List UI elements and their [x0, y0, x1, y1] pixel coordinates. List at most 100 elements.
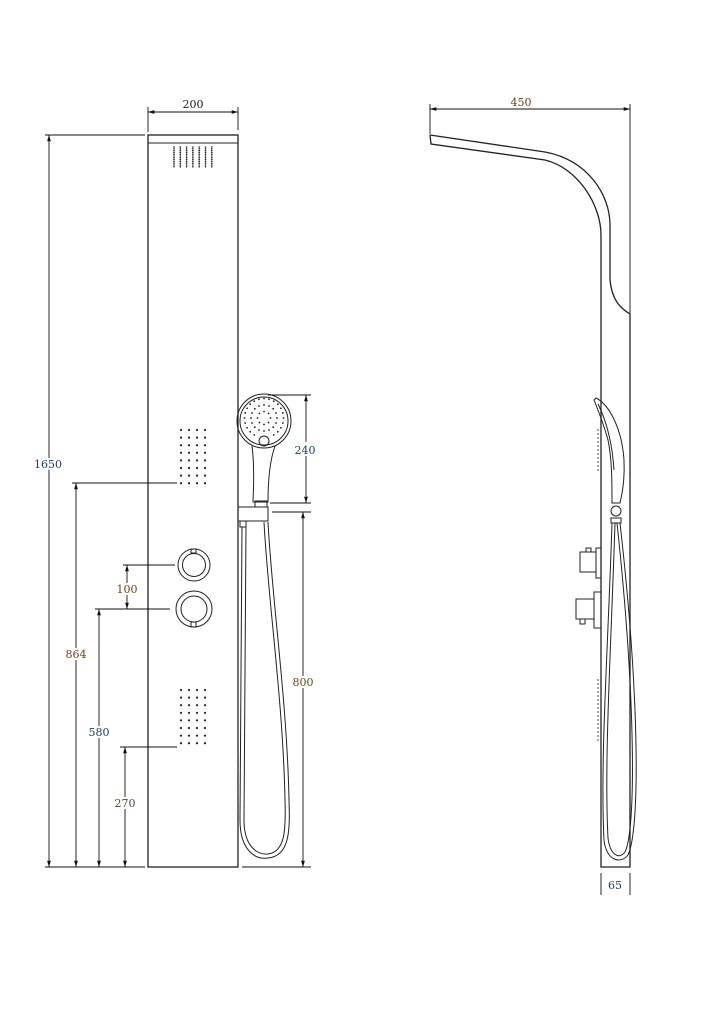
- nozzle-dot: [597, 453, 599, 455]
- nozzle-dot: [195, 444, 199, 447]
- nozzle-dot: [249, 403, 252, 406]
- nozzle-dot: [597, 695, 599, 697]
- nozzle-dot: [244, 412, 247, 414]
- nozzle-dot: [597, 445, 599, 447]
- nozzle-dot: [272, 426, 275, 429]
- nozzle-dot: [204, 157, 207, 159]
- nozzle-dot: [597, 727, 599, 729]
- nozzle-dot: [263, 404, 265, 406]
- nozzle-dot: [198, 149, 200, 152]
- panel-body: [147, 134, 239, 868]
- nozzle-dot: [179, 162, 182, 164]
- nozzle-dot: [179, 148, 182, 150]
- nozzle-dot: [203, 726, 207, 730]
- nozzle-dot: [597, 731, 599, 733]
- nozzle-dot: [204, 148, 207, 150]
- nozzle-dot: [211, 149, 213, 152]
- nozzle-dot: [597, 679, 599, 681]
- nozzle-dot: [263, 430, 265, 432]
- control-knob-upper: [177, 548, 211, 582]
- nozzle-dot: [179, 166, 182, 168]
- nozzle-dot: [597, 699, 599, 701]
- dim-580-label: 580: [89, 726, 110, 739]
- nozzle-dot: [204, 151, 207, 154]
- nozzle-dot: [179, 482, 183, 485]
- nozzle-dot: [198, 157, 200, 159]
- nozzle-dot: [187, 451, 191, 454]
- nozzle-dot: [187, 466, 191, 470]
- nozzle-dot: [276, 403, 279, 406]
- dim-450-label: 450: [511, 96, 532, 109]
- nozzle-dot: [211, 146, 213, 148]
- nozzle-dot: [192, 160, 194, 163]
- nozzle-dot: [179, 164, 182, 166]
- nozzle-dot: [185, 166, 188, 168]
- nozzle-dot: [192, 153, 194, 155]
- nozzle-dot: [192, 149, 194, 152]
- nozzle-dot: [211, 155, 213, 157]
- nozzle-dot: [187, 444, 191, 447]
- nozzle-dot: [211, 151, 213, 154]
- nozzle-dot: [267, 421, 270, 424]
- nozzle-dot: [198, 158, 200, 161]
- nozzle-dot: [204, 166, 207, 168]
- nozzle-dot: [203, 734, 207, 737]
- nozzle-dot: [597, 449, 599, 451]
- nozzle-dot: [179, 157, 182, 159]
- dim-total-height-label: 1650: [34, 458, 62, 471]
- nozzle-dot: [203, 474, 207, 477]
- nozzle-dot: [597, 437, 599, 439]
- nozzle-dot: [204, 162, 207, 164]
- nozzle-dot: [203, 459, 207, 462]
- nozzle-dot: [195, 704, 199, 707]
- nozzle-dot: [187, 696, 191, 699]
- nozzle-dot: [179, 734, 183, 737]
- side-knob-upper: [579, 547, 602, 579]
- nozzle-dot: [279, 407, 282, 410]
- nozzle-dot: [272, 400, 275, 403]
- nozzle-dot: [192, 155, 194, 157]
- nozzle-dot: [195, 688, 199, 692]
- nozzle-dot: [192, 162, 194, 164]
- nozzle-dot: [203, 688, 207, 692]
- nozzle-dot: [185, 153, 188, 155]
- nozzle-dot: [185, 158, 188, 161]
- nozzle-dot: [185, 164, 188, 166]
- body-jet-upper: [179, 428, 207, 485]
- nozzle-dot: [268, 398, 270, 401]
- nozzle-dot: [282, 417, 285, 419]
- nozzle-dot: [195, 719, 199, 722]
- nozzle-dot: [211, 158, 213, 161]
- nozzle-dot: [198, 148, 200, 150]
- dim-240-label: 240: [295, 444, 316, 457]
- nozzle-dot: [597, 465, 599, 467]
- nozzle-dot: [187, 482, 191, 485]
- nozzle-dot: [258, 405, 260, 407]
- nozzle-dot: [179, 153, 182, 155]
- nozzle-dot: [179, 711, 183, 714]
- nozzle-dot: [179, 451, 183, 454]
- nozzle-dot: [179, 436, 183, 439]
- nozzle-dot: [195, 696, 199, 699]
- nozzle-dot: [250, 417, 252, 419]
- nozzle-dot: [204, 153, 207, 155]
- dim-800-label: 800: [293, 676, 314, 689]
- nozzle-dot: [258, 412, 261, 415]
- nozzle-dot: [179, 158, 182, 161]
- nozzle-dot: [173, 166, 175, 168]
- nozzle-dot: [198, 155, 200, 157]
- nozzle-dot: [204, 155, 207, 157]
- nozzle-dot: [179, 151, 182, 154]
- dim-100-label: 100: [117, 583, 138, 596]
- nozzle-dot: [192, 166, 194, 168]
- nozzle-dot: [204, 149, 207, 152]
- nozzle-dot: [187, 704, 191, 707]
- nozzle-dot: [185, 149, 188, 152]
- nozzle-dot: [276, 417, 278, 419]
- nozzle-dot: [203, 482, 207, 485]
- nozzle-dot: [195, 428, 199, 432]
- dim-864-label: 864: [66, 648, 87, 661]
- nozzle-dot: [269, 417, 272, 419]
- nozzle-dot: [267, 412, 270, 415]
- nozzle-dot: [195, 474, 199, 477]
